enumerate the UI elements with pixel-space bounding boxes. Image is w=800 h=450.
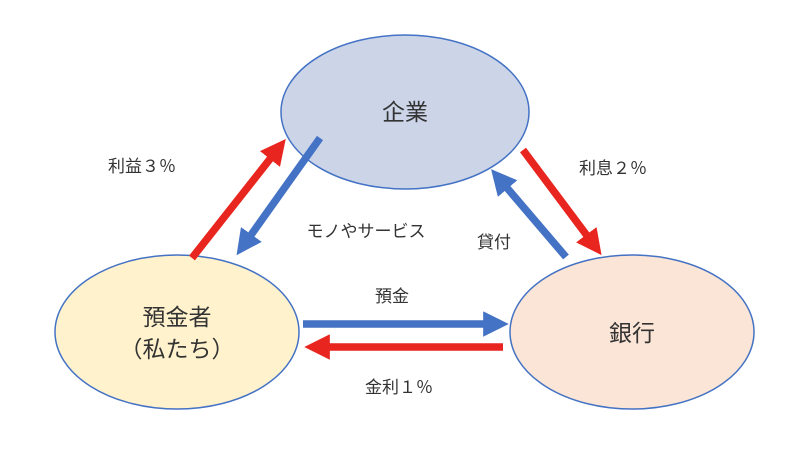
node-depositor-label-line1: 預金者: [143, 304, 212, 330]
edge-loan-label: 貸付: [477, 233, 511, 252]
node-bank-ellipse: [509, 254, 755, 410]
edge-loan-arrow: [491, 169, 569, 260]
node-company-ellipse: [280, 34, 530, 190]
edge-deposit-label: 預金: [375, 287, 409, 306]
edge-goods-services-arrow: [236, 135, 324, 256]
edge-interest-paid-arrow: [519, 147, 602, 256]
edge-interest-rate-label: 金利１％: [365, 378, 433, 397]
node-depositor-ellipse: [54, 254, 300, 410]
edge-profit-label: 利益３％: [108, 157, 176, 176]
node-company-label: 企業: [382, 99, 428, 125]
edge-profit-arrow: [189, 138, 286, 261]
edge-goods-services-label: モノやサービス: [307, 222, 426, 241]
node-depositor-label-line2: （私たち）: [120, 336, 235, 362]
node-bank-label: 銀行: [609, 320, 655, 346]
edge-interest-paid-label: 利息２％: [579, 159, 647, 178]
